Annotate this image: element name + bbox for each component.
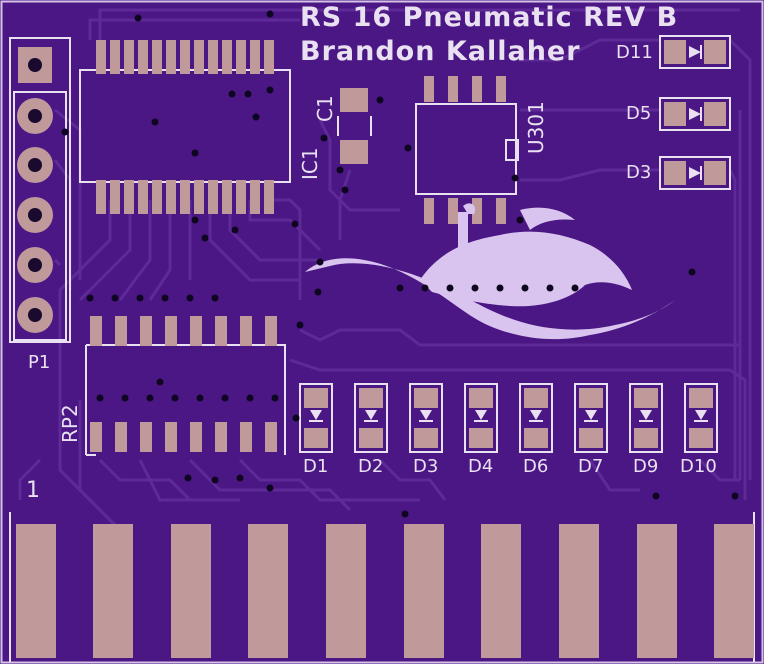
u301-footprint (415, 76, 519, 224)
label-led-d4: D4 (468, 456, 494, 477)
led-row-d7 (574, 383, 608, 453)
ic1-footprint (79, 40, 291, 214)
led-row-d1 (299, 383, 333, 453)
led-row-d3 (409, 383, 443, 453)
label-led-d6: D6 (523, 456, 549, 477)
label-ic1: IC1 (298, 147, 322, 180)
label-pin1: 1 (26, 478, 40, 503)
label-led-d1: D1 (303, 456, 329, 477)
traces (18, 8, 752, 542)
label-d3-right: D3 (626, 162, 652, 183)
label-led-d7: D7 (578, 456, 604, 477)
label-c1: C1 (313, 95, 337, 122)
label-p1: P1 (28, 352, 51, 373)
label-led-d9: D9 (633, 456, 659, 477)
led-d3-right (659, 156, 731, 190)
led-row-d9 (629, 383, 663, 453)
ship-on-wave-logo (305, 203, 675, 340)
rp2-footprint (85, 316, 286, 456)
board-author: Brandon Kallaher (300, 36, 581, 67)
right-leds (659, 35, 731, 190)
label-led-d10: D10 (680, 456, 717, 477)
label-d11: D11 (616, 42, 653, 63)
label-d5: D5 (626, 103, 652, 124)
edge-connector (9, 512, 755, 662)
led-row-d10 (684, 383, 718, 453)
label-rp2: RP2 (58, 404, 82, 443)
led-d5 (659, 97, 731, 131)
c1-footprint (337, 88, 372, 164)
label-u301: U301 (524, 101, 548, 154)
led-row-d6 (519, 383, 553, 453)
label-led-d3: D3 (413, 456, 439, 477)
led-row-d4 (464, 383, 498, 453)
header-p1 (9, 37, 71, 343)
label-led-d2: D2 (358, 456, 384, 477)
board-title: RS 16 Pneumatic REV B (300, 2, 679, 33)
led-row-d2 (354, 383, 388, 453)
vias (61, 10, 739, 518)
led-d11 (659, 35, 731, 69)
led-row (299, 383, 718, 453)
